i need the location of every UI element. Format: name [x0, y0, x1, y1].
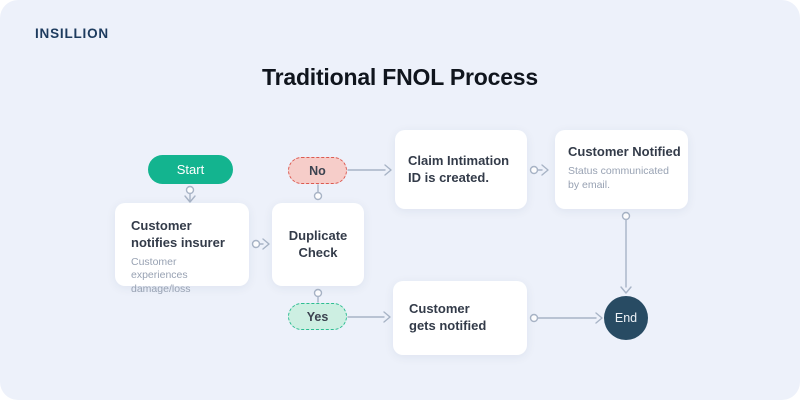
connector-customer-gets-notified-to-end [529, 312, 603, 324]
claim-intimation-title: Claim Intimation ID is created. [408, 152, 510, 185]
connector-duplicate-check-to-yes [313, 288, 323, 303]
page-title: Traditional FNOL Process [262, 64, 538, 90]
customer-notified-title: Customer Notified [568, 144, 681, 159]
no-branch-label: No [309, 163, 326, 178]
connector-start-to-customer-notifies [184, 185, 196, 203]
customer-gets-notified-title: Customer gets notified [409, 301, 487, 333]
connector-customer-notified-to-end [620, 211, 632, 294]
claim-intimation-node: Claim Intimation ID is created. [395, 130, 527, 209]
duplicate-check-title: Duplicate Check [288, 227, 348, 260]
customer-notified-subtitle: Status communicated by email. [568, 164, 669, 191]
duplicate-check-node: Duplicate Check [272, 203, 364, 286]
connector-yes-to-customer-gets-notified [347, 311, 391, 323]
customer-gets-notified-node: Customer gets notified [393, 281, 527, 355]
connector-customer-notifies-to-duplicate-check [251, 238, 270, 250]
connector-no-to-claim-intimation [347, 164, 392, 176]
customer-notifies-insurer-subtitle: Customer experiences damage/loss [131, 255, 191, 296]
connector-claim-to-customer-notified [529, 164, 549, 176]
start-node-label: Start [176, 162, 205, 177]
end-node: End [604, 296, 648, 340]
no-branch-node: No [288, 157, 347, 184]
yes-branch-label: Yes [306, 309, 329, 324]
customer-notified-node: Customer Notified Status communicated by… [555, 130, 688, 209]
yes-branch-node: Yes [288, 303, 347, 330]
connector-duplicate-check-to-no [313, 184, 323, 201]
customer-notifies-insurer-title: Customer notifies insurer [131, 218, 225, 250]
end-node-label: End [614, 311, 638, 325]
insillion-logo: INSILLION [35, 26, 109, 41]
start-node: Start [148, 155, 233, 184]
customer-notifies-insurer-node: Customer notifies insurer Customer exper… [115, 203, 249, 295]
